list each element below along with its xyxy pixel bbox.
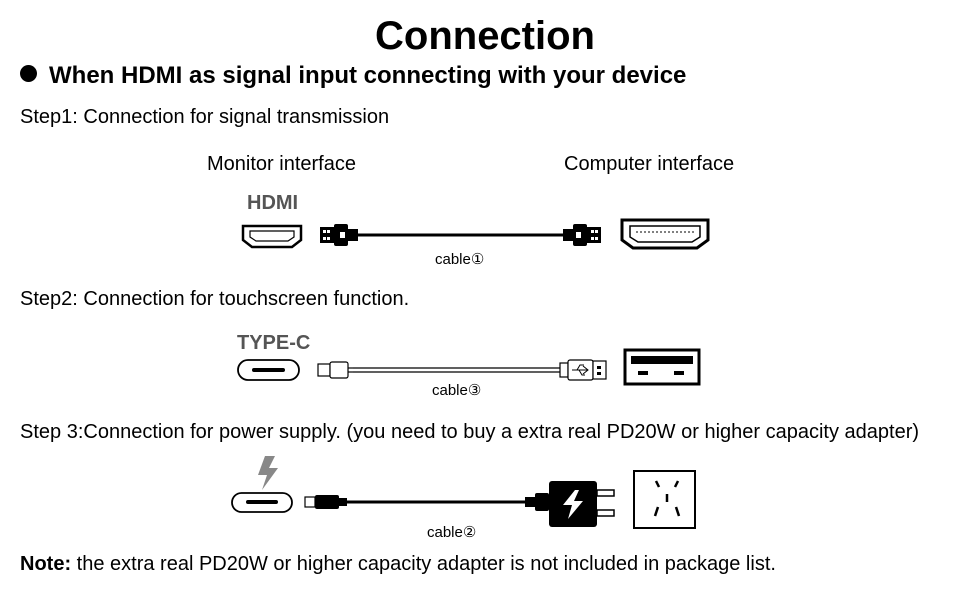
- type-c-port-icon: [237, 359, 300, 381]
- step2-label: Step2: Connection for touchscreen functi…: [20, 288, 410, 310]
- cable2-label: cable②: [427, 524, 476, 541]
- usb-a-port-icon: [623, 348, 701, 386]
- power-bolt-icon: [258, 456, 278, 490]
- type-c-power-plug-icon: [304, 495, 347, 509]
- usb-cable-line: [353, 367, 560, 373]
- type-c-plug-icon: [317, 361, 353, 379]
- type-c-power-port-icon: [231, 492, 293, 513]
- cable3-label: cable③: [432, 382, 481, 399]
- monitor-interface-caption: Monitor interface: [207, 153, 356, 175]
- note-label: Note:: [20, 553, 72, 575]
- step1-label: Step1: Connection for signal transmissio…: [20, 106, 390, 128]
- computer-interface-caption: Computer interface: [564, 153, 735, 175]
- type-c-port-text: TYPE-C: [237, 332, 310, 354]
- step3-label: Step 3:Connection for power supply. (you…: [20, 421, 920, 443]
- hdmi-port-icon: [241, 224, 303, 249]
- usb-plug-icon: [559, 359, 607, 381]
- cable1-label: cable①: [435, 251, 484, 268]
- page-title: Connection: [375, 14, 595, 58]
- section-heading-text: When HDMI as signal input connecting wit…: [49, 62, 687, 89]
- hdmi-plug-right-icon: [563, 224, 601, 246]
- bullet-icon: [20, 65, 37, 82]
- computer-hdmi-port-icon: [620, 218, 710, 250]
- section-heading: When HDMI as signal input connecting wit…: [20, 62, 686, 90]
- wall-socket-icon: [633, 470, 696, 529]
- hdmi-plug-left-icon: [320, 224, 358, 246]
- note: Note: the extra real PD20W or higher cap…: [20, 553, 776, 576]
- adapter-bolt-icon: [563, 490, 583, 519]
- power-adapter-icon: [525, 481, 615, 527]
- hdmi-port-text: HDMI: [247, 192, 298, 214]
- note-text: the extra real PD20W or higher capacity …: [71, 553, 776, 575]
